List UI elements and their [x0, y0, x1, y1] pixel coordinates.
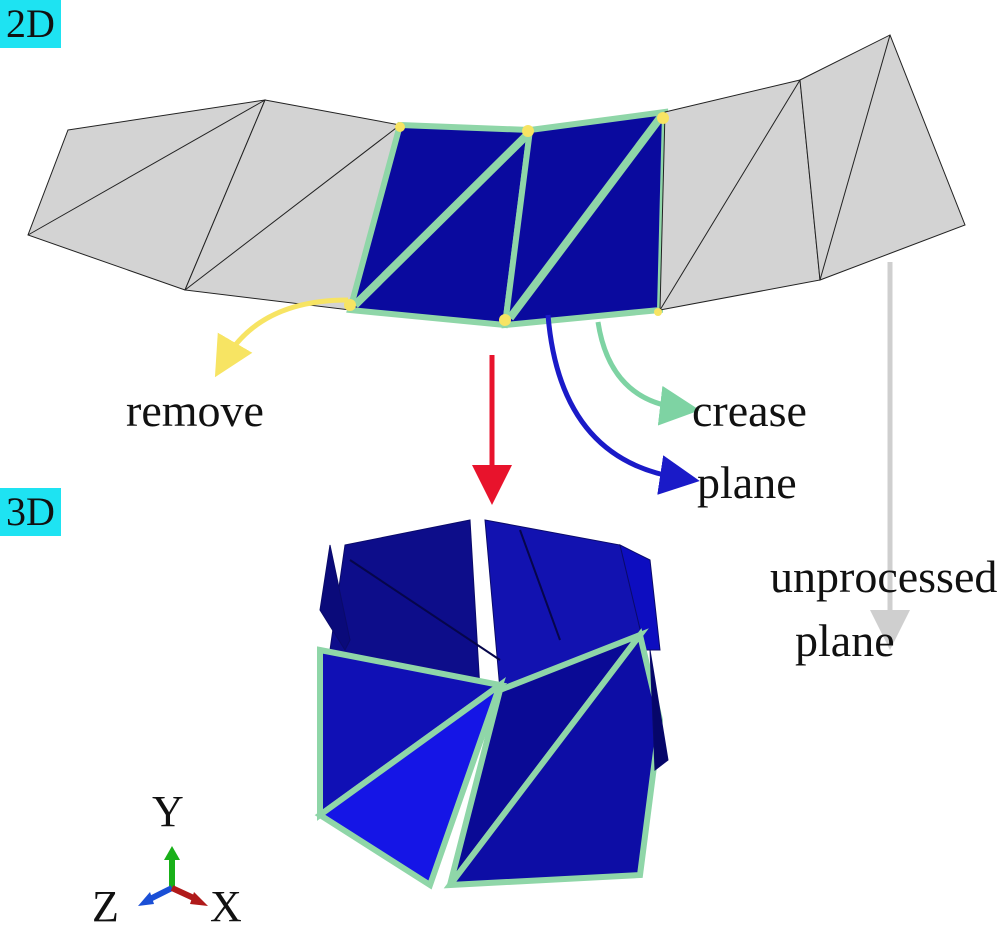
tag-3d: 3D — [0, 488, 61, 536]
fold-line — [27, 99, 266, 236]
label-remove: remove — [126, 385, 264, 436]
z-axis-icon — [138, 892, 154, 906]
unprocessed-panel — [799, 34, 966, 281]
axis-label-z: Z — [92, 882, 119, 931]
label-unprocessed: unprocessed — [770, 551, 998, 602]
axis-label-y: Y — [152, 787, 184, 836]
fold-line — [184, 124, 401, 291]
y-axis-icon — [164, 846, 180, 860]
label-crease: crease — [692, 385, 807, 436]
folded-model-3d — [314, 519, 669, 890]
x-axis-icon — [190, 892, 208, 906]
flat-pattern-2d — [27, 34, 966, 329]
label-unprocessed-plane: plane — [795, 615, 895, 666]
fold-line — [659, 79, 801, 311]
crease-line — [352, 132, 530, 308]
fold-line — [819, 34, 891, 281]
crease-arrow — [595, 321, 700, 426]
remove-arrow — [214, 297, 349, 378]
plane-arrow — [545, 314, 700, 495]
tag-2d: 2D — [0, 0, 61, 48]
unprocessed-panel — [659, 79, 821, 311]
axis-triad — [138, 846, 208, 906]
crease-line — [506, 115, 664, 321]
axis-label-x: X — [210, 882, 242, 931]
label-plane: plane — [697, 457, 797, 508]
